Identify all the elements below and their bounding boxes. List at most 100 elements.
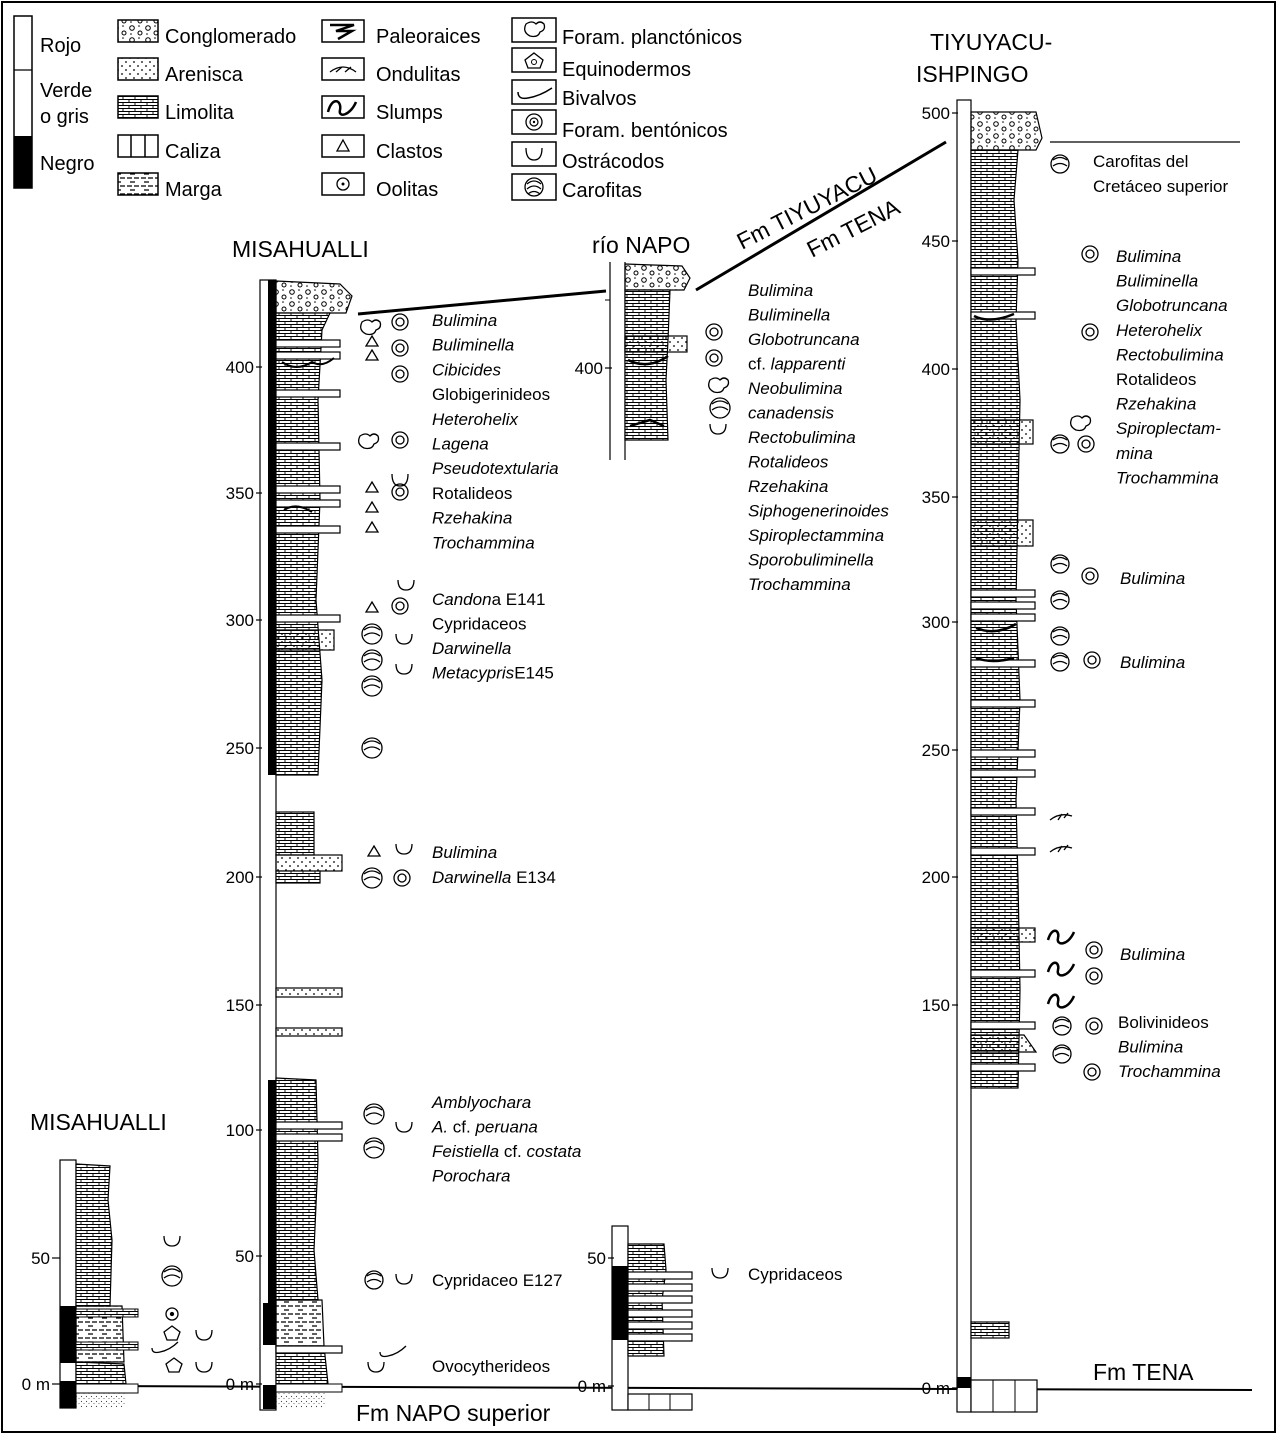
napo-base-caliza xyxy=(627,1393,693,1411)
ostracodo-icon xyxy=(395,843,413,855)
fossil-name: Bulimina xyxy=(432,311,497,330)
fossil-name: Rzehakina xyxy=(432,509,512,528)
foram-bentonico-icon xyxy=(391,597,409,615)
title-misahualli-main: MISAHUALLI xyxy=(232,236,369,262)
fossil-name: Buliminella xyxy=(748,306,830,325)
ostracodo-icon xyxy=(395,633,413,675)
foram-bentonico-icon xyxy=(393,869,411,887)
equinodermo-icon xyxy=(165,1357,183,1373)
fossil-name: Cretáceo superior xyxy=(1093,177,1228,196)
carofita-icon xyxy=(363,1103,385,1125)
oolitas-icon xyxy=(165,1307,179,1321)
fossil-name: Bolivinideos xyxy=(1118,1013,1209,1032)
tick-label: 350 xyxy=(226,484,254,503)
tick-label: 400 xyxy=(922,360,950,379)
fossil-name: Cypridaceos xyxy=(748,1265,843,1284)
legend-limolita: Limolita xyxy=(165,102,235,124)
foram-bentonico-icon xyxy=(705,323,723,341)
carofita-icon xyxy=(1050,626,1070,646)
foram-planctonico-icon xyxy=(1070,415,1092,432)
tick-label: 250 xyxy=(922,741,950,760)
foram-bentonico-icon xyxy=(391,339,409,357)
equinodermo-icon xyxy=(163,1325,181,1341)
fossil-name: Rectobulimina xyxy=(1116,345,1224,364)
fossil-name: Bulimina xyxy=(1120,569,1185,588)
column-tiyuyacu xyxy=(956,99,1043,1413)
ostracodo-icon xyxy=(397,579,415,591)
fossil-name: Porochara xyxy=(432,1167,510,1186)
tick-label: 100 xyxy=(226,1121,254,1140)
fossil-name: Ovocytherideos xyxy=(432,1357,550,1376)
fossil-name: Rotalideos xyxy=(748,453,829,472)
carofita-icon xyxy=(1052,1016,1072,1036)
fossil-name: Trochammina xyxy=(1118,1062,1221,1081)
legend-structures: Paleoraices Ondulitas Slumps Clastos Ool… xyxy=(321,19,481,201)
fossil-name: Trochammina xyxy=(1116,468,1219,487)
tick-label: 500 xyxy=(922,104,950,123)
clastos-icon xyxy=(364,600,380,613)
tick-label: 300 xyxy=(226,611,254,630)
fossil-name: Bulimina xyxy=(1120,653,1185,672)
foram-bentonico-icon xyxy=(1081,245,1099,263)
tick-label: 250 xyxy=(226,739,254,758)
foram-planctonico-icon xyxy=(360,319,382,336)
ostracodo-icon xyxy=(395,1121,413,1133)
carofita-icon xyxy=(1050,652,1070,672)
carofita-icon xyxy=(709,397,731,419)
carofita-icon xyxy=(1052,1044,1072,1064)
foram-bentonico-icon xyxy=(391,365,409,383)
legend-caliza: Caliza xyxy=(165,141,221,163)
fossil-name: Buliminella xyxy=(432,336,514,355)
equinodermo-icon xyxy=(511,47,557,73)
carofita-icon xyxy=(364,1270,384,1290)
slumps-icon xyxy=(326,100,358,116)
fossil-name: Carofitas del xyxy=(1093,152,1188,171)
fossil-name: Trochammina xyxy=(748,575,851,594)
foram-bentonico-icon xyxy=(705,349,723,367)
legend-oolitas: Oolitas xyxy=(376,179,438,201)
fossil-name: Amblyochara xyxy=(431,1093,531,1112)
carofita-icon xyxy=(363,1137,385,1159)
fossil-name: Globotruncana xyxy=(1116,296,1228,315)
carofita-icon xyxy=(511,173,557,201)
fossil-name: Neobulimina xyxy=(748,379,843,398)
fossil-symbols xyxy=(151,154,1103,1373)
legend-verde-line2: o gris xyxy=(40,106,89,128)
ostracodo-icon xyxy=(511,141,557,167)
fossil-name: MetacyprisE145 xyxy=(432,664,554,683)
fossil-name: Globigerinideos xyxy=(432,385,550,404)
tick-label: 150 xyxy=(922,996,950,1015)
clastos-icon xyxy=(364,334,380,361)
limolita-swatch xyxy=(117,95,159,119)
ostracodo-icon xyxy=(711,1267,729,1279)
foram-planctonico-icon xyxy=(511,17,557,43)
column-rio-napo-upper xyxy=(605,262,691,460)
paleoraices-icon xyxy=(330,23,357,41)
foram-bentonico-icon xyxy=(1083,651,1101,669)
foram-planctonico-icon xyxy=(708,377,730,394)
tick-label: 150 xyxy=(226,996,254,1015)
fossil-name: Rectobulimina xyxy=(748,428,856,447)
fossil-name: Pseudotextularia xyxy=(432,459,559,478)
fossil-name: Darwinella E134 xyxy=(432,868,556,887)
legend-paleoraices: Paleoraices xyxy=(376,26,481,48)
legend-slumps: Slumps xyxy=(376,102,443,124)
fossil-name: Cypridaceo E127 xyxy=(432,1271,562,1290)
foram-bentonico-icon xyxy=(391,431,409,449)
legend-ondulitas: Ondulitas xyxy=(376,64,461,86)
tick-label: 200 xyxy=(922,868,950,887)
title-rio-napo: río NAPO xyxy=(592,232,690,258)
foram-bentonico-icon xyxy=(1081,567,1099,585)
title-tiyuyacu-line2: ISHPINGO xyxy=(916,61,1028,87)
legend-ostracodos: Ostrácodos xyxy=(562,151,664,173)
legend-bivalvos: Bivalvos xyxy=(562,88,636,110)
tick-label: 300 xyxy=(922,613,950,632)
fossil-name: Sporobuliminella xyxy=(748,551,874,570)
fossil-name: Bulimina xyxy=(1116,247,1181,266)
carofita-icon xyxy=(361,649,383,671)
bivalvo-icon xyxy=(511,79,557,105)
foram-bentonico-icon xyxy=(391,483,409,501)
fossil-name: Heterohelix xyxy=(432,410,518,429)
legend-negro: Negro xyxy=(40,153,94,175)
